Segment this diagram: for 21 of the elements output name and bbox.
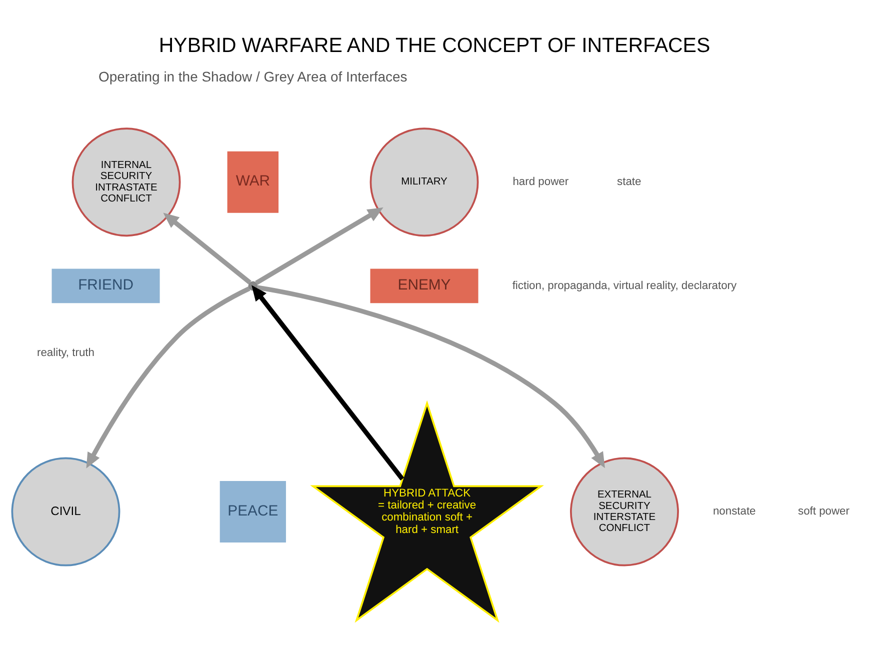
label: Operating in the Shadow / Grey Area of Interfaces — [98, 68, 408, 84]
node-box: WAR — [227, 150, 279, 212]
label: hard power — [512, 176, 569, 188]
node-circle: EXTERNAL SECURITY INTERSTATE CONFLICT — [570, 456, 679, 566]
node-box: PEACE — [220, 480, 286, 542]
arrow — [252, 284, 404, 480]
label: state — [617, 176, 642, 188]
label: soft power — [798, 505, 850, 518]
arrow — [255, 206, 384, 285]
arrow — [86, 286, 250, 468]
node-circle — [248, 280, 258, 290]
node-box: FRIEND — [52, 268, 160, 303]
diagram-title: HYBRID WARFARE AND THE CONCEPT OF INTERFACES — [158, 33, 710, 56]
arrow — [163, 212, 252, 284]
label: fiction, propaganda, virtual reality, declaratory — [512, 279, 737, 292]
node-circle: MILITARY — [370, 127, 479, 236]
node-circle: CIVIL — [11, 456, 120, 566]
node-box: ENEMY — [370, 268, 478, 303]
arrow — [256, 284, 605, 468]
label: reality, truth — [37, 346, 94, 358]
label: nonstate — [712, 505, 756, 518]
